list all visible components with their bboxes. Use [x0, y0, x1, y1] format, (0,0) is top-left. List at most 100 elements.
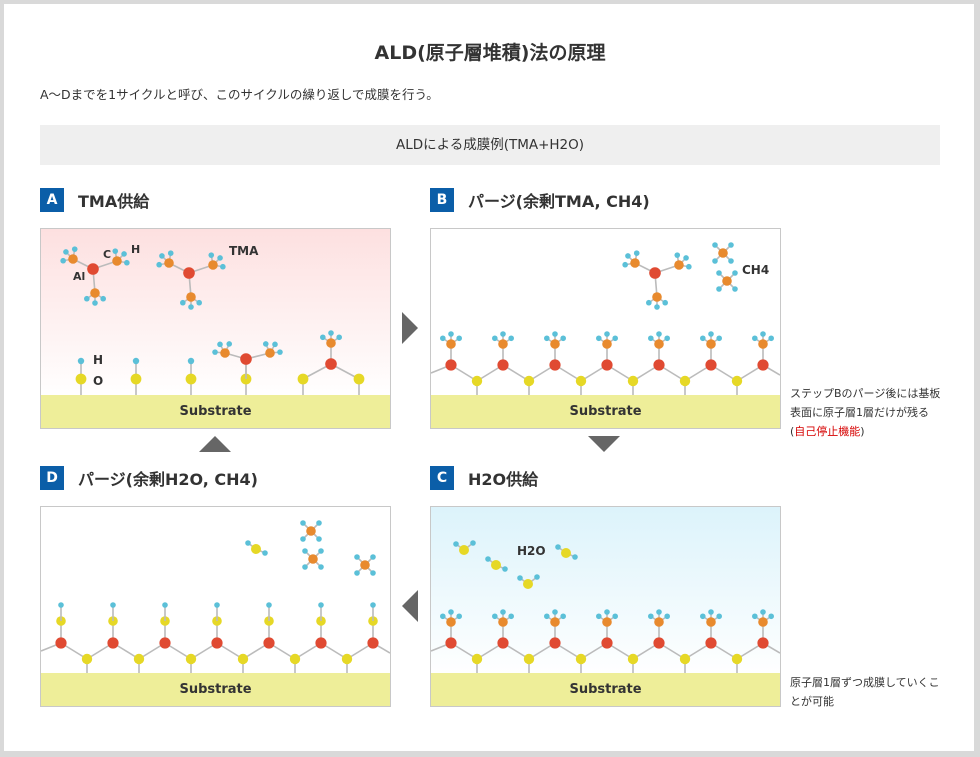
- hydrogen-atom: [560, 335, 566, 342]
- oxygen-atom: [523, 653, 535, 665]
- aluminum-atom: [211, 637, 223, 649]
- oxygen-atom: [240, 373, 252, 385]
- oxygen-atom: [185, 373, 197, 385]
- note-b-suffix: ): [860, 425, 865, 438]
- carbon-atom: [208, 260, 218, 270]
- hydrogen-atom: [440, 613, 446, 620]
- step-b-header: B パージ(余剰TMA, CH4): [430, 186, 650, 214]
- hydrogen-atom: [300, 520, 306, 526]
- hydrogen-atom: [448, 609, 454, 615]
- aluminum-atom: [263, 637, 275, 649]
- carbon-atom: [758, 339, 768, 349]
- oxygen-atom: [289, 653, 301, 665]
- carbon-atom: [68, 254, 78, 264]
- carbon-atom: [265, 348, 275, 358]
- hydrogen-atom: [262, 341, 269, 347]
- hydrogen-atom: [302, 548, 308, 554]
- hydrogen-atom: [328, 330, 334, 336]
- hydrogen-atom: [440, 335, 446, 342]
- oxygen-atom: [341, 653, 353, 665]
- carbon-atom: [164, 258, 174, 268]
- hydrogen-atom: [370, 554, 376, 560]
- oxygen-atom: [353, 373, 365, 385]
- note-b-highlight: 自己停止機能: [794, 425, 861, 438]
- hydrogen-atom: [654, 304, 660, 310]
- aluminum-atom: [601, 637, 613, 649]
- hydrogen-atom: [560, 613, 566, 620]
- hydrogen-atom: [370, 602, 376, 608]
- substrate-label: Substrate: [569, 404, 641, 419]
- note-self-limiting: ステップBのパージ後には基板表面に原子層1層だけが残る(自己停止機能): [790, 384, 942, 441]
- hydrogen-atom: [596, 335, 602, 342]
- oxygen-atom: [459, 545, 469, 555]
- substrate-layer: [41, 673, 390, 706]
- substrate-layer: [431, 395, 780, 428]
- aluminum-atom: [497, 359, 509, 371]
- aluminum-atom: [107, 637, 119, 649]
- hydrogen-atom: [712, 242, 718, 248]
- hydrogen-atom: [300, 536, 306, 542]
- carbon-atom: [722, 276, 732, 286]
- hydrogen-atom: [316, 520, 322, 526]
- carbon-atom: [652, 292, 662, 302]
- hydrogen-atom: [552, 609, 558, 615]
- hydrogen-atom: [633, 250, 640, 256]
- hydrogen-atom: [187, 357, 195, 365]
- hydrogen-atom: [604, 331, 610, 337]
- hydrogen-atom: [500, 331, 506, 337]
- hydrogen-atom: [132, 357, 140, 365]
- arrow-up-icon: [199, 436, 231, 452]
- hydrogen-atom: [316, 536, 322, 542]
- substrate-label: Substrate: [179, 404, 251, 419]
- oxygen-atom: [81, 653, 93, 665]
- aluminum-atom: [315, 637, 327, 649]
- hydrogen-atom: [500, 609, 506, 615]
- hydrogen-atom: [555, 544, 561, 550]
- hydrogen-atom: [112, 248, 119, 254]
- hydrogen-atom: [167, 250, 174, 256]
- hydrogen-atom: [552, 331, 558, 337]
- aluminum-atom: [653, 637, 665, 649]
- hydrogen-atom: [453, 541, 459, 547]
- carbon-atom: [308, 554, 318, 564]
- arrow-left-icon: [402, 590, 418, 622]
- aluminum-atom: [445, 637, 457, 649]
- carbon-atom: [90, 288, 100, 298]
- aluminum-atom: [705, 637, 717, 649]
- aluminum-atom: [757, 359, 769, 371]
- oxygen-atom: [471, 653, 483, 665]
- panel-d-illustration: Substrate: [41, 520, 390, 706]
- hydrogen-atom: [302, 564, 308, 570]
- hydrogen-atom: [656, 331, 662, 337]
- step-d-header: D パージ(余剰H2O, CH4): [40, 464, 258, 492]
- hydrogen-atom: [470, 540, 476, 546]
- hydrogen-atom: [708, 331, 714, 337]
- aluminum-atom: [549, 359, 561, 371]
- hydrogen-atom: [517, 575, 523, 581]
- hydrogen-atom: [92, 300, 98, 306]
- aluminum-atom: [55, 637, 67, 649]
- carbon-atom: [654, 339, 664, 349]
- hydrogen-atom: [622, 261, 628, 268]
- aluminum-atom: [183, 267, 195, 279]
- hydrogen-atom: [683, 255, 689, 261]
- carbon-atom: [550, 339, 560, 349]
- oxygen-atom: [731, 375, 743, 387]
- description: A〜Dまでを1サイクルと呼び、このサイクルの繰り返しで成膜を行う。: [40, 87, 439, 102]
- hydrogen-atom: [217, 341, 223, 348]
- hydrogen-atom: [485, 556, 491, 562]
- tma-label: TMA: [229, 244, 259, 258]
- hydrogen-atom: [220, 263, 226, 270]
- hydrogen-atom: [604, 609, 610, 615]
- note-layer-by-layer: 原子層1層ずつ成膜していくことが可能: [790, 676, 940, 708]
- aluminum-atom: [705, 359, 717, 371]
- hydrogen-atom: [162, 602, 168, 608]
- oxygen-atom: [731, 653, 743, 665]
- hydrogen-atom: [732, 270, 738, 276]
- carbon-atom: [758, 617, 768, 627]
- hydrogen-atom: [648, 335, 654, 342]
- carbon-atom: [654, 617, 664, 627]
- hydrogen-atom: [60, 257, 66, 264]
